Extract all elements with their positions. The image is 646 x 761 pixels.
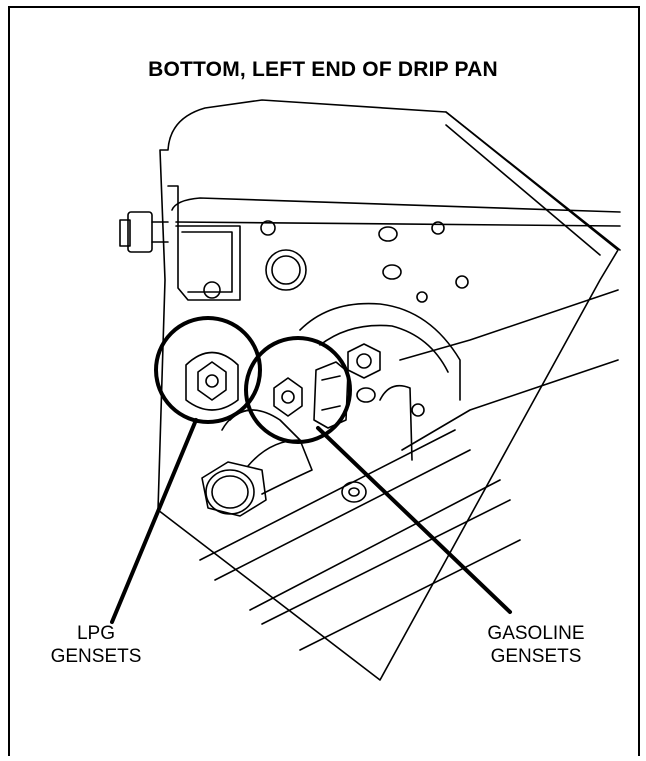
lpg-gensets-label: LPG GENSETS: [22, 622, 170, 668]
gasoline-gensets-label: GASOLINE GENSETS: [462, 622, 610, 668]
lpg-nut: [197, 361, 227, 401]
drip-pan-outline: [157, 99, 619, 681]
drain-plug: [265, 249, 307, 291]
lpg-leader-line: [110, 418, 198, 624]
gasoline-nut: [273, 377, 303, 417]
figure-frame: [8, 6, 640, 756]
lpg-label-line1: LPG: [76, 623, 116, 644]
mounting-bracket: [167, 185, 241, 301]
lpg-callout-circle: [154, 316, 262, 424]
side-bolt-head: [127, 211, 153, 253]
gasoline-callout-circle: [244, 336, 352, 444]
gasoline-leader-line: [316, 426, 512, 614]
figure-title: BOTTOM, LEFT END OF DRIP PAN: [148, 58, 498, 81]
drip-pan-top-edge: [171, 197, 621, 213]
gasoline-label-line2: GENSETS: [490, 646, 582, 667]
gasoline-label-line1: GASOLINE: [487, 623, 585, 644]
gasoline-fitting: [313, 361, 349, 429]
hose-hex-fitting: [201, 461, 267, 517]
lpg-label-line2: GENSETS: [50, 646, 142, 667]
hex-fitting-right: [347, 343, 381, 379]
